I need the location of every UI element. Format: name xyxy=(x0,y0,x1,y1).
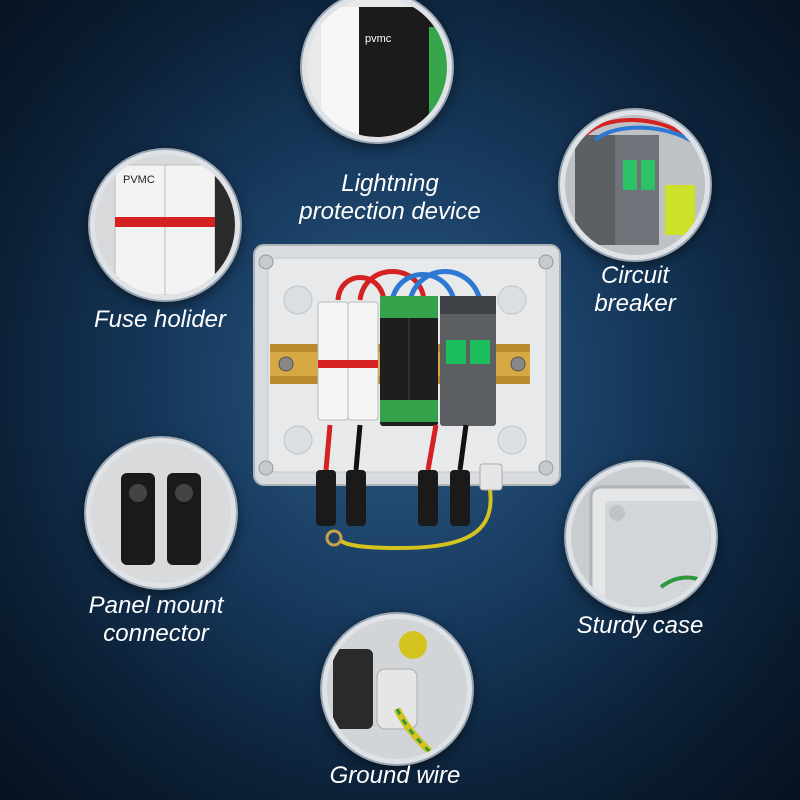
panel-mount-connector-photo xyxy=(86,438,236,588)
label-lightning-line1: Lightning xyxy=(341,170,439,197)
fuse-holder-photo: PVMC xyxy=(90,150,240,300)
label-panel: Panel mount connector xyxy=(66,592,246,648)
lightning-protection-photo: pvmc xyxy=(302,0,452,142)
label-fuse: Fuse holider xyxy=(93,306,227,333)
label-circuit-line1: Circuit xyxy=(600,262,669,289)
ground-wire-photo xyxy=(322,614,472,764)
label-lightning-line2: protection device xyxy=(299,198,481,225)
label-lightning: Lightning protection device xyxy=(280,170,500,226)
circuit-breaker-photo xyxy=(560,110,710,260)
fuse-brand-text: PVMC xyxy=(123,174,155,186)
spd-brand-text: pvmc xyxy=(365,33,392,45)
label-circuit-line2: breaker xyxy=(594,290,676,317)
label-panel-line2: connector xyxy=(103,620,209,647)
sturdy-case-photo xyxy=(566,462,716,612)
label-panel-line1: Panel mount xyxy=(88,592,224,619)
label-circuit: Circuit breaker xyxy=(570,262,700,318)
label-case: Sturdy case xyxy=(576,612,704,639)
label-ground: Ground wire xyxy=(329,762,461,789)
